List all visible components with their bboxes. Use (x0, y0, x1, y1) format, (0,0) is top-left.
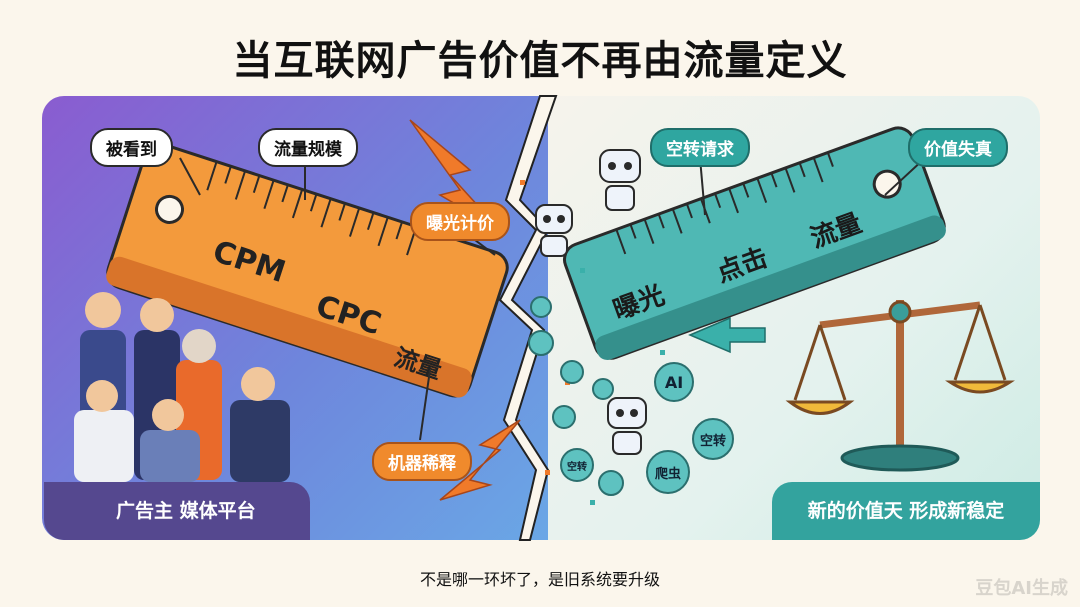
people-group-illustration (74, 292, 290, 482)
right-ruler: 曝光 点击 流量 (563, 126, 946, 360)
label-exposure-pricing: 曝光计价 (410, 202, 510, 241)
chip-small-1 (528, 330, 554, 356)
robot-icon-1 (599, 149, 641, 211)
balance-scale-icon (785, 300, 1015, 472)
caption: 不是哪一环坏了，是旧系统要升级 (419, 570, 660, 589)
leader-line-machine-dilution (419, 369, 431, 441)
watermark: 豆包AI生成 (975, 578, 1068, 599)
teal-arrow (688, 316, 766, 354)
label-machine-dilution: 机器稀释 (372, 442, 472, 481)
leader-line-seen (179, 157, 201, 196)
chip-small-3 (592, 378, 614, 400)
chip-ai: AI (654, 362, 694, 402)
chip-small-5 (530, 296, 552, 318)
label-value-distortion: 价值失真 (908, 128, 1008, 167)
label-traffic-scale: 流量规模 (258, 128, 358, 167)
bottom-left-banner: 广告主 媒体平台 (44, 482, 310, 540)
lightning-burst-bottom (439, 419, 521, 501)
robot-icon-3 (607, 397, 647, 455)
label-idle-requests: 空转请求 (650, 128, 750, 167)
left-ruler: CPM CPC 流量 (106, 142, 509, 398)
leader-line-idle-requests (699, 157, 706, 216)
chip-small-4 (552, 405, 576, 429)
chip-crawler: 爬虫 (646, 450, 690, 494)
ruler-hole-right (872, 169, 902, 199)
chip-idle-2: 空转 (560, 448, 594, 482)
robot-icon-2 (535, 204, 573, 257)
page-title: 当互联网广告价值不再由流量定义 (232, 38, 848, 84)
bottom-right-banner: 新的价值天 形成新稳定 (772, 482, 1040, 540)
chip-small-6 (598, 470, 624, 496)
ruler-hole-left (155, 194, 185, 224)
chip-small-2 (560, 360, 584, 384)
chip-idle: 空转 (692, 418, 734, 460)
label-seen: 被看到 (90, 128, 173, 167)
